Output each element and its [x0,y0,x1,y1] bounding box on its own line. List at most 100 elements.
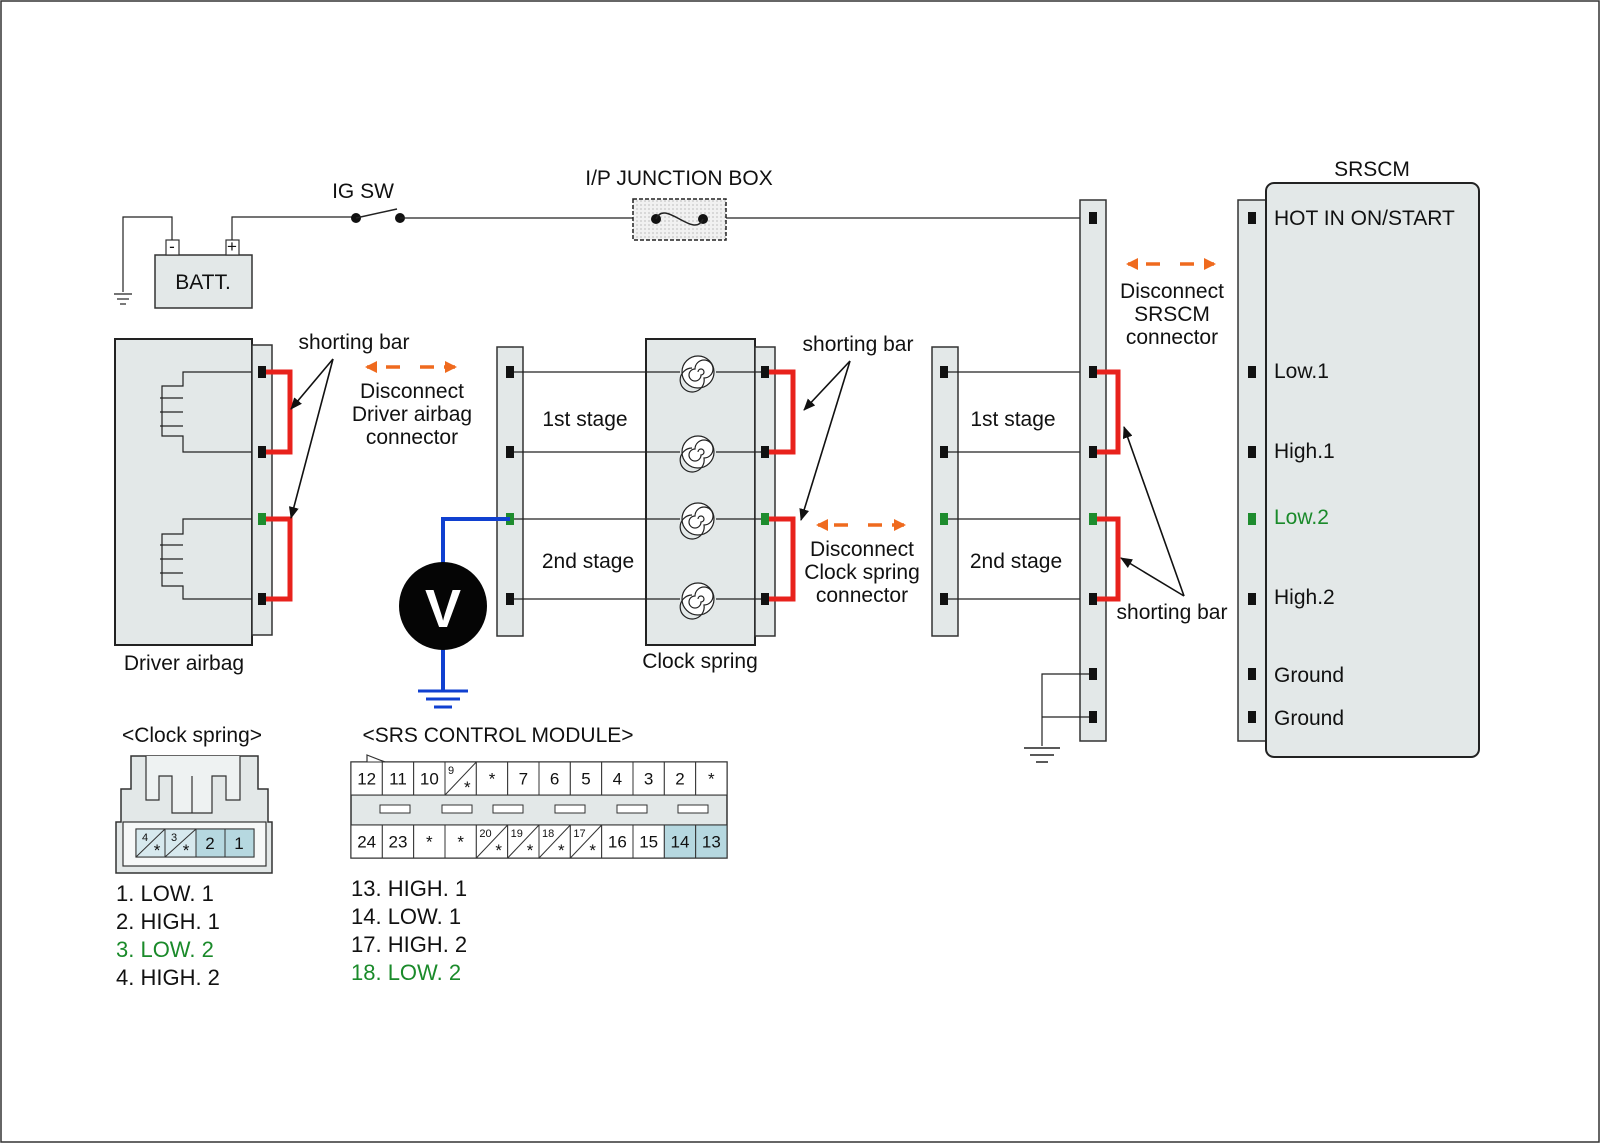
stage2-label-harness: 2nd stage [970,550,1062,573]
srs-top-pin-number: 5 [581,770,590,789]
srs-bottom-cell-divider [538,824,571,859]
disconnect-srscm-line2: SRSCM [1134,303,1210,326]
srs-top-cell [695,761,728,796]
clock-spring-harness-connector [496,346,524,637]
harness-wires [948,371,1089,600]
srscm-ground-symbol [1024,747,1060,763]
clock-legend-4: 4. HIGH. 2 [116,965,220,990]
srs-top-pin-number: 2 [675,770,684,789]
srs-top-pin-number: 12 [357,770,376,789]
stage2-label-clock: 2nd stage [542,550,634,573]
srs-bottom-pin-star: * [495,841,502,860]
stage1-label-clock: 1st stage [542,408,627,431]
shorting-bar-arrow [1122,426,1185,597]
srs-bottom-cell-divider [475,824,509,859]
srs-top-pin-star: * [464,778,471,797]
srs-bottom-pin-number: 20 [479,828,491,840]
srs-top-cell [475,761,509,796]
clock-legend-2: 2. HIGH. 1 [116,909,220,934]
srs-bottom-pin-star: * [589,841,596,860]
srs-bottom-pin-number: 19 [511,828,523,840]
clock-spring-coils [679,355,715,620]
srs-top-cell [350,761,383,796]
clock-spring-label: Clock spring [642,650,758,673]
clock-pin-2: 2 [205,834,214,853]
voltmeter-probe-wire [441,517,510,577]
srs-bottom-pin-number: 23 [389,833,408,852]
disconnect-clock-line3: connector [816,584,908,607]
clock-legend-3: 3. LOW. 2 [116,937,214,962]
srs-bottom-cell-divider [507,824,540,859]
srs-top-pin-number: 3 [644,770,653,789]
shorting-bar-arrow [803,360,851,411]
srs-top-cell-divider [444,761,477,796]
clock-legend-1: 1. LOW. 1 [116,881,214,906]
srscm-pin-ground-2: Ground [1274,707,1344,730]
clock-connector-title: <Clock spring> [122,724,262,747]
srs-legend-13: 13. HIGH. 1 [351,876,467,901]
srscm-shorting-bar-2 [1097,516,1121,602]
clock-pin-3-star: * [183,841,190,860]
disconnect-driver-line2: Driver airbag [352,403,472,426]
srs-bottom-pin-number: 13 [702,833,721,852]
srs-top-cell [381,761,415,796]
srs-top-pin-number: 7 [519,770,528,789]
clock-spring-body [645,338,776,646]
srs-bottom-pin-number: 17 [573,828,585,840]
shorting-bar-arrow [799,360,851,521]
disconnect-clock-line2: Clock spring [804,561,920,584]
srs-bottom-pin-number: 16 [608,833,627,852]
disconnect-driver-line1: Disconnect [360,380,464,403]
battery-positive-wire [231,216,355,240]
srs-bottom-cell [663,824,697,859]
srs-bottom-pin-number: * [457,833,464,852]
srs-top-cell [413,761,446,796]
driver-airbag-label: Driver airbag [124,652,244,675]
battery: - + BATT. [154,237,253,309]
shorting-bar-label-srscm: shorting bar [1117,601,1228,624]
disconnect-srscm-line3: connector [1126,326,1218,349]
srs-module-connector-title: <SRS CONTROL MODULE> [362,724,633,747]
srs-bottom-pin-number: 18 [542,828,554,840]
srs-bottom-cell-divider [569,824,603,859]
disconnect-driver-line3: connector [366,426,458,449]
srs-top-pin-number: * [708,770,715,789]
srs-top-pin-number: 9 [448,765,454,777]
srs-top-pin-number: 10 [420,770,439,789]
srs-top-pin-number: 4 [613,770,622,789]
ig-switch [351,208,405,223]
clock-pin-1: 1 [234,834,243,853]
srs-bottom-cell [695,824,728,859]
ig-sw-label: IG SW [332,180,394,203]
srs-bottom-cell [444,824,477,859]
shorting-bar-arrow [290,358,334,410]
srscm-pin-high1: High.1 [1274,440,1335,463]
srs-bottom-pin-number: 24 [357,833,376,852]
voltmeter [399,562,487,650]
srs-bottom-pin-number: * [426,833,433,852]
disconnect-clock-line1: Disconnect [810,538,914,561]
stage1-label-harness: 1st stage [970,408,1055,431]
srscm-title: SRSCM [1334,158,1410,181]
voltmeter-symbol: V [425,579,461,639]
srs-top-pin-number: 11 [389,770,407,789]
clock-shorting-bar-1 [769,369,796,455]
clock-pin-3: 3 [171,832,177,844]
shorting-bar-label-clock: shorting bar [803,333,914,356]
battery-ground-wire [122,216,173,292]
battery-minus-label: - [169,237,175,256]
battery-plus-label: + [227,237,237,256]
srscm-pin-high2: High.2 [1274,586,1335,609]
srscm-pin-hot-in: HOT IN ON/START [1274,207,1455,230]
srs-top-pin-number: 6 [550,770,559,789]
driver-shorting-bar-2 [266,516,293,602]
srs-legend-18: 18. LOW. 2 [351,960,461,985]
clock-shorting-bar-2 [769,516,796,602]
srs-bottom-pin-number: 14 [671,833,690,852]
battery-ground-symbol [114,293,132,305]
srscm-pin-low1: Low.1 [1274,360,1329,383]
